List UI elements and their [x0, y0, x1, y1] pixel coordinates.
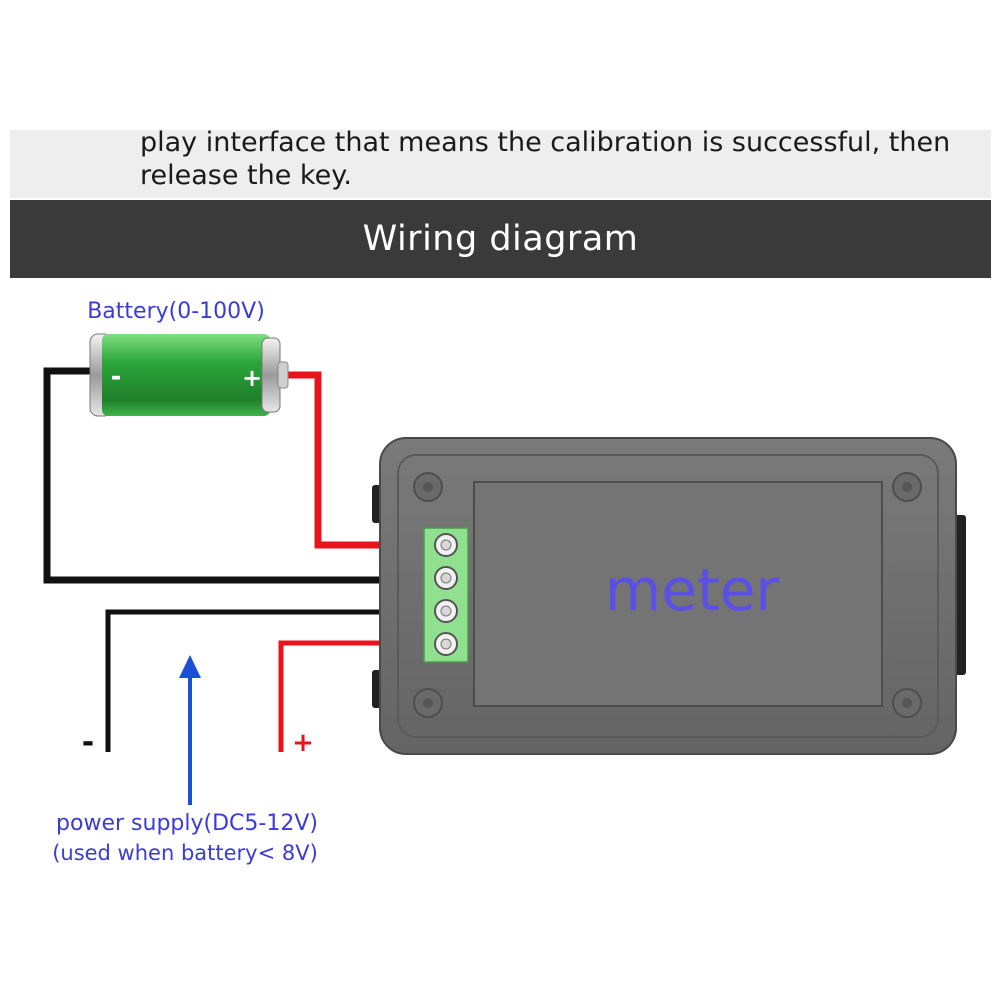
- battery-terminal-nub: [277, 361, 289, 389]
- terminal-screw-2: [434, 566, 458, 590]
- wire-battery-positive: [285, 371, 430, 549]
- battery: - +: [89, 333, 289, 417]
- instruction-line-1: play interface that means the calibratio…: [140, 127, 951, 158]
- wire-battery-negative: [43, 367, 430, 584]
- screw-holes: [413, 472, 922, 718]
- up-arrow-icon: [179, 655, 201, 805]
- battery-positive-cap: [261, 337, 281, 413]
- battery-label: Battery(0-100V): [87, 299, 265, 324]
- terminal-screw-4: [434, 632, 458, 656]
- supply-plus-sign: +: [292, 728, 314, 758]
- terminal-screw-3: [434, 599, 458, 623]
- section-title-bar: Wiring diagram: [10, 200, 991, 278]
- instruction-text: play interface that means the calibratio…: [140, 126, 980, 192]
- power-supply-note: (used when battery< 8V): [52, 841, 318, 865]
- instruction-band: [10, 130, 991, 198]
- terminal-screw-1: [434, 533, 458, 557]
- supply-minus-sign: -: [82, 725, 94, 760]
- battery-plus-sign: +: [242, 364, 262, 392]
- screw-bottom-left-center: [423, 698, 433, 708]
- wire-supply-negative: [105, 609, 430, 752]
- screw-bottom-right-center: [902, 698, 912, 708]
- section-title: Wiring diagram: [362, 219, 639, 259]
- meter-inner-frame: [397, 454, 939, 738]
- screw-top-right-center: [902, 482, 912, 492]
- instruction-line-2: release the key.: [140, 160, 352, 191]
- screw-top-left-center: [423, 482, 433, 492]
- meter: meter: [372, 437, 966, 755]
- battery-body: [102, 334, 270, 416]
- terminal-block: [423, 527, 469, 663]
- power-supply-label: power supply(DC5-12V): [56, 811, 318, 836]
- battery-minus-sign: -: [111, 362, 122, 392]
- meter-label: meter: [605, 556, 780, 624]
- meter-display-window: [473, 481, 883, 707]
